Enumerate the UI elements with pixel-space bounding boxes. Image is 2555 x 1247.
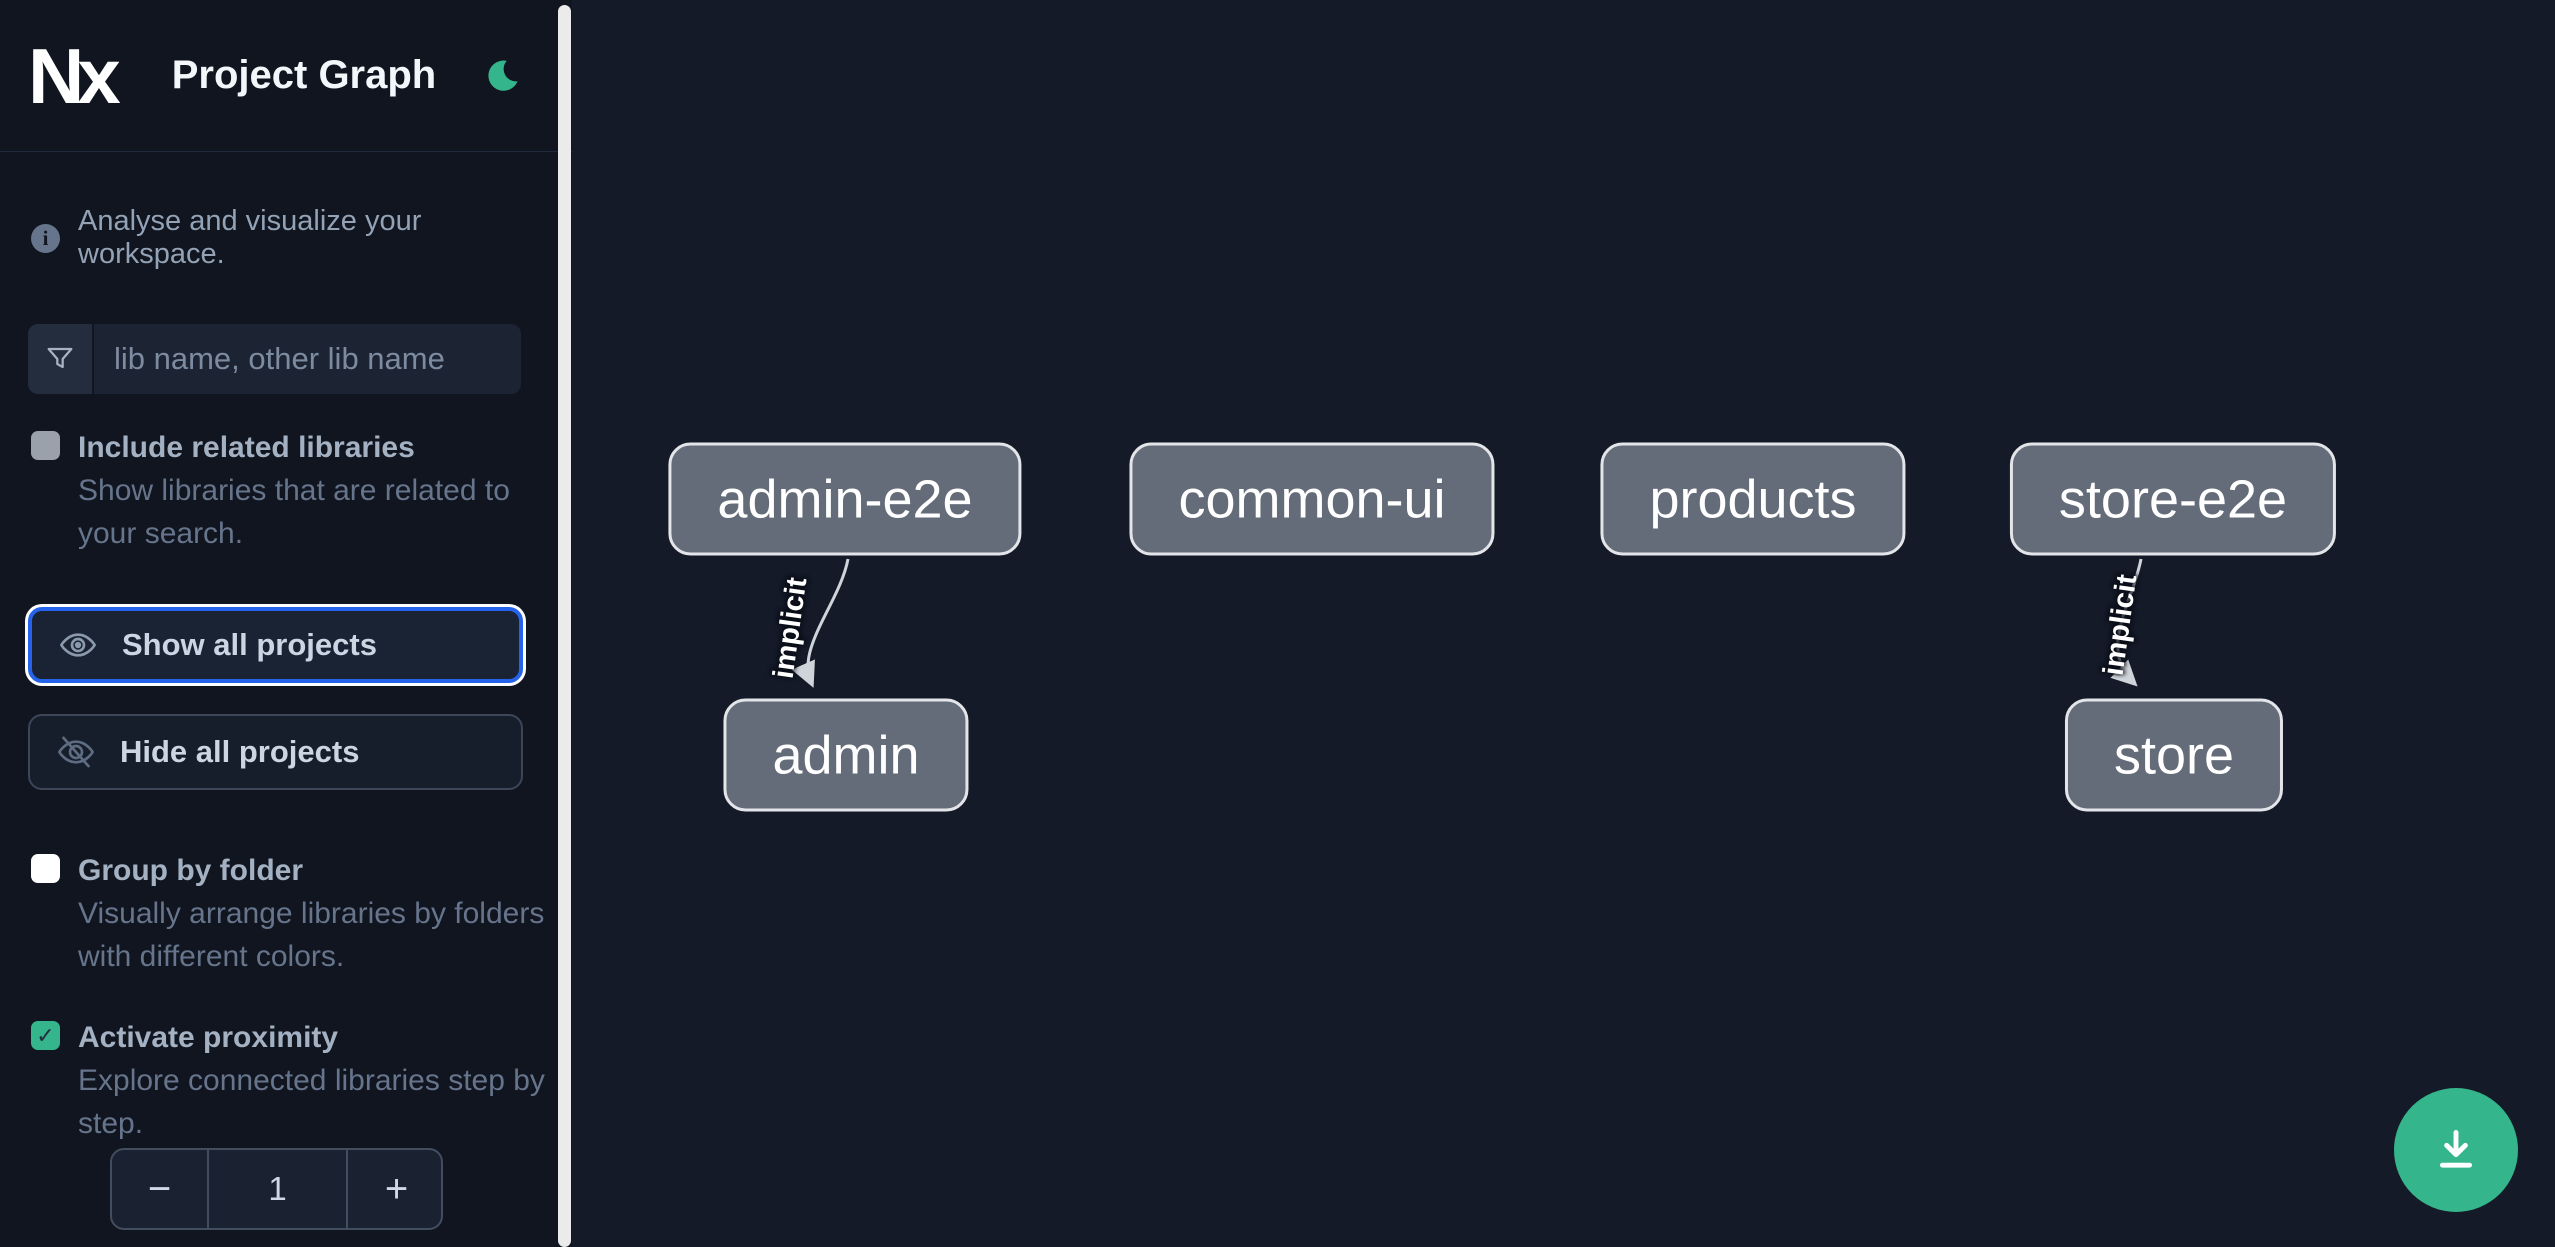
moon-icon [485,58,519,94]
download-icon [2428,1122,2484,1178]
include-related-description: Show libraries that are related to your … [78,474,510,550]
filter-search-box [28,324,521,394]
nx-logo: Nx [28,31,121,120]
theme-toggle-button[interactable] [482,56,522,96]
hide-all-projects-label: Hide all projects [120,734,360,769]
project-node-admin-e2e[interactable]: admin-e2e [668,442,1022,556]
group-by-folder-description: Visually arrange libraries by folders wi… [78,897,545,973]
search-input[interactable] [94,324,521,394]
dependency-edges [791,558,2143,688]
include-related-checkbox[interactable] [31,431,60,460]
project-node-products[interactable]: products [1600,442,1906,556]
hide-all-projects-button[interactable]: Hide all projects [28,714,523,790]
tagline-text: Analyse and visualize your workspace. [78,205,422,270]
info-icon: i [31,223,60,253]
sidebar-header: Nx Project Graph [0,0,572,152]
eye-off-icon [56,732,96,772]
activate-proximity-checkbox[interactable]: ✓ [31,1021,60,1050]
activate-proximity-description: Explore connected libraries step by step… [78,1064,545,1140]
show-all-projects-label: Show all projects [122,627,377,662]
activate-proximity-label: Activate proximity [78,1021,339,1054]
include-related-option: Include related libraries Show libraries… [31,426,572,555]
include-related-label: Include related libraries [78,431,415,464]
eye-icon [58,625,98,665]
graph-canvas[interactable]: admin-e2e common-ui products store-e2e a… [572,0,2555,1247]
group-by-folder-checkbox[interactable] [31,854,60,883]
group-by-folder-option: Group by folder Visually arrange librari… [31,849,572,978]
page-title: Project Graph [171,53,437,97]
sidebar-scrollbar[interactable] [558,5,571,1247]
project-node-common-ui[interactable]: common-ui [1129,442,1495,556]
proximity-decrement-button[interactable]: − [112,1150,209,1228]
activate-proximity-option: ✓ Activate proximity Explore connected l… [31,1016,572,1145]
group-by-folder-label: Group by folder [78,854,303,887]
download-graph-button[interactable] [2394,1088,2518,1212]
show-all-projects-button[interactable]: Show all projects [28,607,523,683]
project-node-admin[interactable]: admin [723,698,969,812]
proximity-increment-button[interactable]: + [348,1150,441,1228]
edge-admin-e2e-to-admin [791,558,850,688]
tagline-row: i Analyse and visualize your workspace. [31,205,572,271]
sidebar: Nx Project Graph i Analyse and visualize… [0,0,572,1247]
project-node-store-e2e[interactable]: store-e2e [2009,442,2337,556]
project-node-store[interactable]: store [2064,698,2284,812]
proximity-stepper: − 1 + [110,1148,443,1230]
funnel-icon [28,324,94,394]
edge-store-e2e-to-store [2110,558,2143,687]
proximity-value: 1 [209,1150,348,1228]
